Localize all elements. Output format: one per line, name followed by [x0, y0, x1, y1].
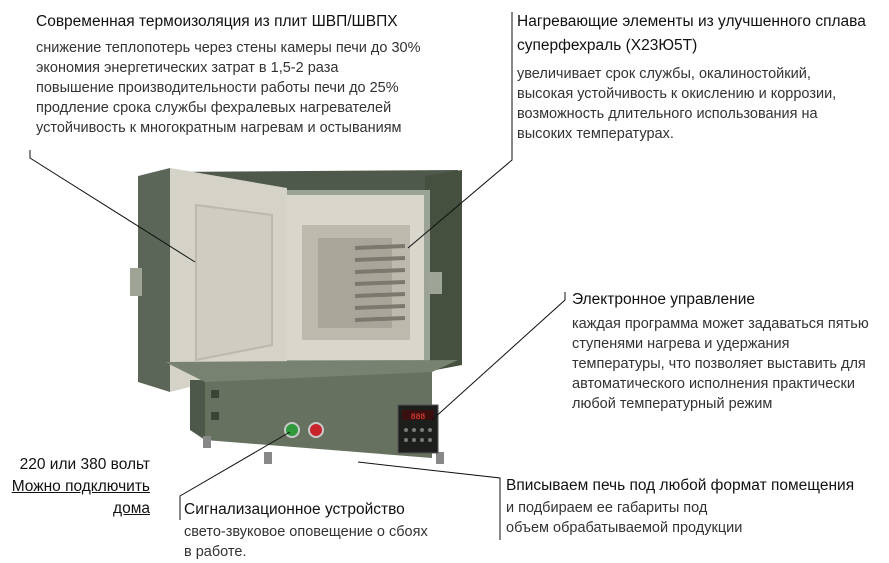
control-callout: Электронное управление каждая программа …: [572, 290, 869, 414]
callout-insulation: [29, 150, 196, 263]
insulation-title: Современная термоизоляция из плит ШВП/ШВ…: [36, 13, 398, 30]
insulation-line: экономия энергетических затрат в 1,5-2 р…: [36, 60, 339, 76]
heating-callout: Нагревающие элементы из улучшенного спла…: [517, 12, 866, 144]
power-home-line1: Можно подключить: [11, 478, 150, 495]
heater-elements: [354, 244, 406, 322]
heating-line: возможность длительного использования на: [517, 106, 818, 122]
controller-key[interactable]: [420, 438, 424, 442]
base-top: [165, 360, 458, 382]
heating-line: высоких температурах.: [517, 126, 674, 142]
control-title: Электронное управление: [572, 291, 756, 308]
door-insulation-inner: [195, 203, 273, 362]
format-title: Вписываем печь под любой формат помещени…: [506, 477, 855, 494]
hinge-left: [130, 268, 142, 296]
leg: [436, 452, 444, 464]
alarm-callout: Сигнализационное устройство свето-звуков…: [184, 500, 428, 562]
alarm-line: свето-звуковое оповещение о сбоях: [184, 524, 428, 540]
control-line: любой температурный режим: [572, 396, 773, 412]
vent-slot: [211, 412, 219, 420]
heating-line: увеличивает срок службы, окалиностойкий,: [517, 66, 811, 82]
furnace-right-panel: [425, 170, 462, 372]
controller-key[interactable]: [404, 428, 408, 432]
callout-alarm: [179, 431, 291, 520]
format-callout: Вписываем печь под любой формат помещени…: [506, 476, 854, 538]
vent-slot: [211, 390, 219, 398]
controller-key[interactable]: [428, 428, 432, 432]
insulation-line: продление срока службы фехралевых нагрев…: [36, 100, 392, 116]
door-outer-panel: [138, 168, 170, 392]
power-callout: 220 или 380 вольт Можно подключить дома: [0, 455, 150, 519]
heating-line: высокая устойчивость к окислению и корро…: [517, 86, 837, 102]
leg: [264, 452, 272, 464]
control-line: ступенями нагрева и удержания: [572, 336, 790, 352]
controller-screen: [402, 410, 434, 420]
leg: [203, 436, 211, 448]
heating-title: суперфехраль (Х23Ю5Т): [517, 37, 698, 54]
controller-key[interactable]: [428, 438, 432, 442]
base-cabinet-left: [190, 380, 205, 440]
heating-title: Нагревающие элементы из улучшенного спла…: [517, 13, 866, 30]
controller-key[interactable]: [412, 438, 416, 442]
green-signal-lamp[interactable]: [284, 422, 300, 438]
insulation-line: повышение производительности работы печи…: [36, 80, 399, 96]
callout-format: [357, 461, 501, 540]
insulation-callout: Современная термоизоляция из плит ШВП/ШВ…: [36, 12, 421, 138]
format-line: объем обрабатываемой продукции: [506, 520, 743, 536]
callout-control: [431, 292, 566, 421]
control-line: автоматического исполнения практически: [572, 376, 855, 392]
red-signal-lamp[interactable]: [308, 422, 324, 438]
controller-key[interactable]: [404, 438, 408, 442]
power-voltage: 220 или 380 вольт: [19, 456, 150, 473]
power-home-line2: дома: [113, 500, 150, 517]
alarm-line: в работе.: [184, 544, 247, 560]
insulation-line: устойчивость к многократным нагревам и о…: [36, 120, 402, 136]
controller-display: 888: [411, 413, 426, 422]
callout-heating: [407, 12, 513, 249]
alarm-title: Сигнализационное устройство: [184, 501, 405, 518]
hinge-right: [428, 272, 442, 294]
control-line: температуры, что позволяет выставить для: [572, 356, 866, 372]
base-cabinet-front: [205, 370, 432, 458]
control-line: каждая программа может задаваться пятью: [572, 316, 869, 332]
format-line: и подбираем ее габариты под: [506, 500, 708, 516]
controller-key[interactable]: [412, 428, 416, 432]
controller-key[interactable]: [420, 428, 424, 432]
insulation-line: снижение теплопотерь через стены камеры …: [36, 40, 421, 56]
